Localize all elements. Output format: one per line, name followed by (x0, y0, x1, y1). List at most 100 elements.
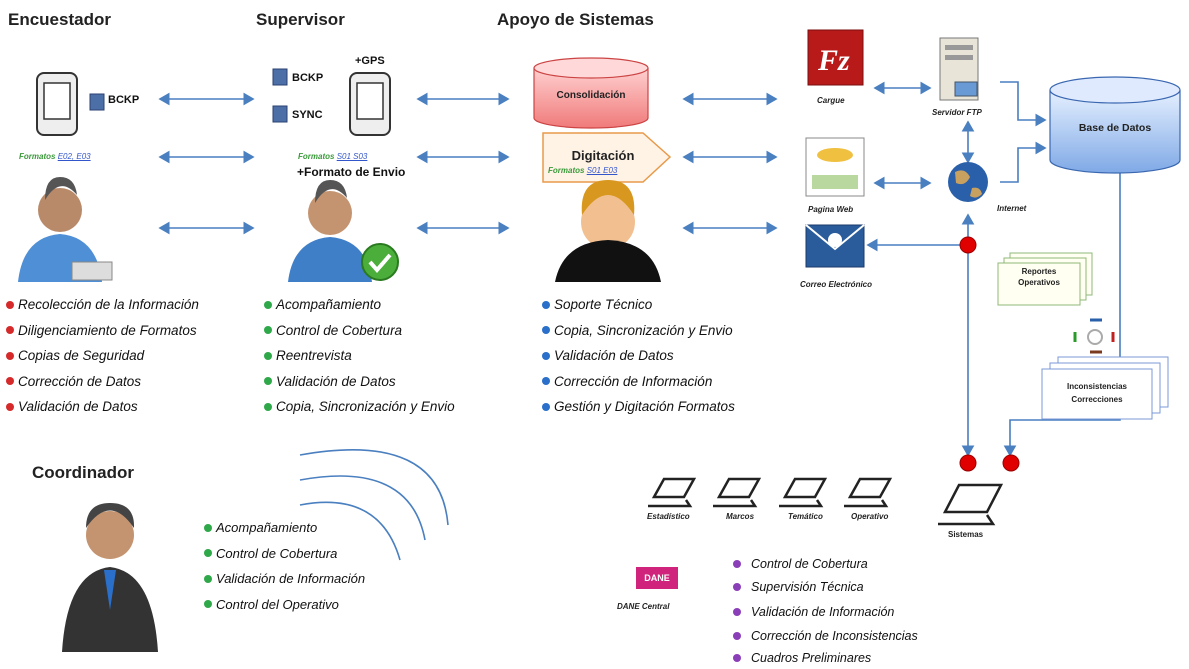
bullet-icon (542, 300, 550, 309)
supervisor-task-list: Acompañamiento Control de Cobertura Reen… (264, 292, 455, 420)
consolidacion-label: Consolidación (556, 90, 626, 101)
dane-logo (636, 567, 678, 589)
list-item: Corrección de Información (542, 369, 735, 395)
coordinador-task-list: Acompañamiento Control de Cobertura Vali… (204, 515, 365, 617)
bullet-icon (264, 351, 272, 360)
signal-arcs-icon (299, 449, 449, 561)
bullet-icon (264, 326, 272, 335)
dane-task-list: Control de Cobertura Supervisión Técnica… (733, 553, 918, 669)
laptop-label-marcos: Marcos (726, 512, 755, 521)
formato-envio-label: +Formato de Envio (297, 165, 406, 179)
laptop-label-tematico: Temático (788, 512, 823, 521)
pda-icon-supervisor (349, 72, 391, 136)
list-item: Validación de Información (204, 566, 365, 592)
list-item: Recolección de la Información (6, 292, 199, 318)
list-item: Reentrevista (264, 343, 455, 369)
sync-device-icon (272, 105, 288, 123)
bullet-icon (204, 600, 212, 609)
red-nodes (959, 149, 1130, 472)
laptop-label-sistemas: Sistemas (948, 530, 984, 539)
header-apoyo: Apoyo de Sistemas (497, 10, 654, 29)
bullet-icon (733, 560, 741, 568)
bullet-icon (204, 523, 212, 532)
header-encuestador: Encuestador (8, 10, 111, 29)
bullet-icon (6, 326, 14, 335)
apoyo-task-list: Soporte Técnico Copia, Sincronización y … (542, 292, 735, 420)
reportes-stack (997, 252, 1093, 306)
bullet-icon (204, 574, 212, 583)
bullet-icon (6, 377, 14, 386)
list-item: Corrección de Inconsistencias (733, 625, 918, 647)
bullet-icon (204, 549, 212, 558)
base-de-datos-label: Base de Datos (1078, 122, 1152, 134)
list-item: Diligenciamiento de Formatos (6, 318, 199, 344)
servidor-ftp-label: Servidor FTP (932, 108, 982, 117)
consolidacion-cylinder (533, 57, 649, 129)
pda-icon-encuestador (36, 72, 78, 136)
list-item: Cuadros Preliminares (733, 647, 918, 669)
bullet-icon (733, 583, 741, 591)
bullet-icon (733, 654, 741, 662)
bckp-device-icon (272, 68, 288, 86)
list-item: Control del Operativo (204, 592, 365, 618)
bullet-icon (542, 351, 550, 360)
cargue-label: Cargue (817, 96, 845, 105)
list-item: Validación de Datos (542, 343, 735, 369)
bullet-icon (264, 377, 272, 386)
person-icon-coordinador (62, 503, 158, 652)
list-item: Control de Cobertura (204, 541, 365, 567)
bullet-icon (6, 300, 14, 309)
person-icon-encuestador (18, 177, 113, 282)
bckp-device-icon (89, 93, 105, 111)
digitacion-label: Digitación (571, 148, 635, 163)
list-item: Acompañamiento (264, 292, 455, 318)
bullet-icon (733, 608, 741, 616)
list-item: Validación de Información (733, 599, 918, 625)
supervisor-bckp-label: BCKP (292, 72, 324, 84)
filezilla-icon: Fz (807, 29, 864, 86)
list-item: Copia, Sincronización y Envio (264, 394, 455, 420)
bullet-icon (733, 632, 741, 640)
laptop-icons (648, 477, 1004, 526)
bullet-icon (264, 402, 272, 411)
inconsistencias-stack (1041, 356, 1169, 420)
internet-label: Internet (997, 204, 1027, 213)
list-item: Corrección de Datos (6, 369, 199, 395)
sync-label: SYNC (292, 109, 323, 121)
bullet-icon (6, 351, 14, 360)
list-item: Validación de Datos (264, 369, 455, 395)
person-icon-apoyo (555, 180, 661, 282)
refresh-arrows-icon (1073, 318, 1115, 354)
encuestador-task-list: Recolección de la Información Diligencia… (6, 292, 199, 420)
flow-arrows (158, 81, 1121, 457)
bullet-icon (6, 402, 14, 411)
ftp-server-icon (939, 37, 979, 101)
bullet-icon (542, 377, 550, 386)
list-item: Supervisión Técnica (733, 575, 918, 599)
header-coordinador: Coordinador (32, 463, 134, 482)
bullet-icon (542, 402, 550, 411)
digitacion-shape (542, 132, 672, 183)
svg-text:Fz: Fz (817, 44, 850, 77)
list-item: Control de Cobertura (733, 553, 918, 575)
gps-label: +GPS (355, 55, 385, 67)
bullet-icon (542, 326, 550, 335)
list-item: Gestión y Digitación Formatos (542, 394, 735, 420)
dane-logo-text: DANE (644, 573, 670, 583)
header-supervisor: Supervisor (256, 10, 345, 29)
supervisor-formatos: Formatos S01 S03 (298, 152, 368, 161)
email-icon (805, 224, 865, 268)
encuestador-formatos: Formatos E02, E03 (19, 152, 91, 161)
list-item: Copia, Sincronización y Envio (542, 318, 735, 344)
bckp-label: BCKP (108, 94, 140, 106)
base-de-datos-cylinder (1049, 76, 1181, 174)
correo-label: Correo Electrónico (800, 280, 873, 289)
laptop-label-estadistico: Estadístico (647, 512, 690, 521)
pagina-web-label: Pagina Web (808, 205, 854, 214)
person-icon-supervisor (288, 180, 399, 282)
apoyo-formatos: Formatos S01 E03 (548, 166, 618, 175)
internet-globe-icon (948, 162, 988, 202)
